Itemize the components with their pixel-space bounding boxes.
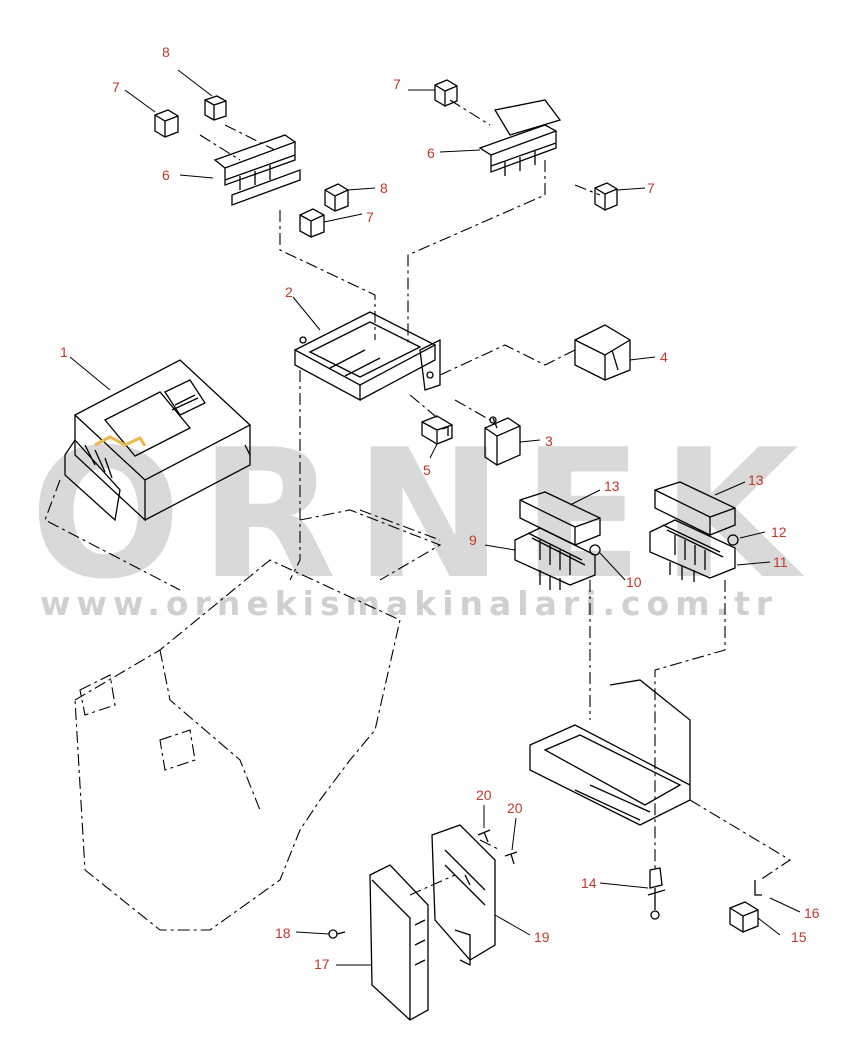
fuse-12	[727, 534, 739, 546]
callout-19: 19	[534, 929, 550, 945]
relay-7-right	[594, 182, 618, 211]
callout-5: 5	[423, 462, 431, 478]
callout-11: 11	[773, 554, 788, 570]
fuse-box-9	[514, 527, 596, 590]
callout-17: 17	[314, 956, 330, 972]
watermark-url: www.ornekismakinalari.com.tr	[40, 584, 779, 623]
bolt-20-b	[504, 851, 518, 865]
controller-17	[369, 864, 429, 1021]
fuse-cover-13-right	[654, 481, 736, 536]
callout-2: 2	[285, 284, 293, 300]
watermark-brand: ORNEK	[30, 411, 817, 618]
relay-7-top-right	[434, 79, 458, 107]
callout-18: 18	[275, 925, 291, 941]
callout-15: 15	[791, 929, 807, 945]
relay-socket-6-right	[478, 99, 562, 176]
callout-13: 13	[748, 472, 764, 488]
screw-18	[328, 929, 346, 939]
callout-7: 7	[112, 79, 120, 95]
relay-block-4	[574, 324, 631, 381]
callout-20: 20	[507, 800, 523, 816]
connection-lines	[44, 99, 792, 896]
relay-8-mid-left	[324, 183, 349, 212]
callout-8: 8	[380, 180, 388, 196]
callout-6: 6	[162, 167, 170, 183]
callout-7: 7	[647, 180, 655, 196]
sensor-14	[647, 867, 666, 920]
fuse-cover-13-left	[519, 491, 601, 546]
callout-4: 4	[660, 349, 668, 365]
bracket-tray-2	[293, 311, 441, 402]
bracket-19	[431, 824, 496, 967]
relay-3	[484, 416, 521, 466]
fuse-tray	[529, 679, 691, 826]
console-frame	[74, 509, 442, 931]
callout-12: 12	[771, 524, 787, 540]
callout-13: 13	[604, 478, 620, 494]
callout-10: 10	[626, 574, 642, 590]
callout-6: 6	[427, 145, 435, 161]
relay-socket-6-left	[213, 134, 301, 206]
relay-8-top-left	[204, 95, 227, 121]
callout-7: 7	[393, 76, 401, 92]
clip-16	[754, 880, 762, 896]
leader-lines	[69, 69, 801, 966]
callout-7: 7	[366, 209, 374, 225]
callout-1: 1	[60, 344, 68, 360]
fuse-10	[589, 544, 601, 556]
relay-15	[729, 901, 759, 933]
callout-9: 9	[469, 532, 477, 548]
callout-16: 16	[804, 905, 820, 921]
relay-5	[421, 415, 453, 445]
callout-3: 3	[545, 433, 553, 449]
control-unit-1	[64, 359, 252, 522]
relay-7-mid-left	[299, 208, 325, 238]
callout-8: 8	[162, 44, 170, 60]
relay-7-top-left	[154, 109, 179, 138]
logo-accent	[94, 435, 147, 447]
callout-14: 14	[581, 875, 597, 891]
bolt-20-a	[477, 829, 491, 843]
callout-20: 20	[476, 787, 492, 803]
fuse-box-11	[649, 519, 736, 582]
